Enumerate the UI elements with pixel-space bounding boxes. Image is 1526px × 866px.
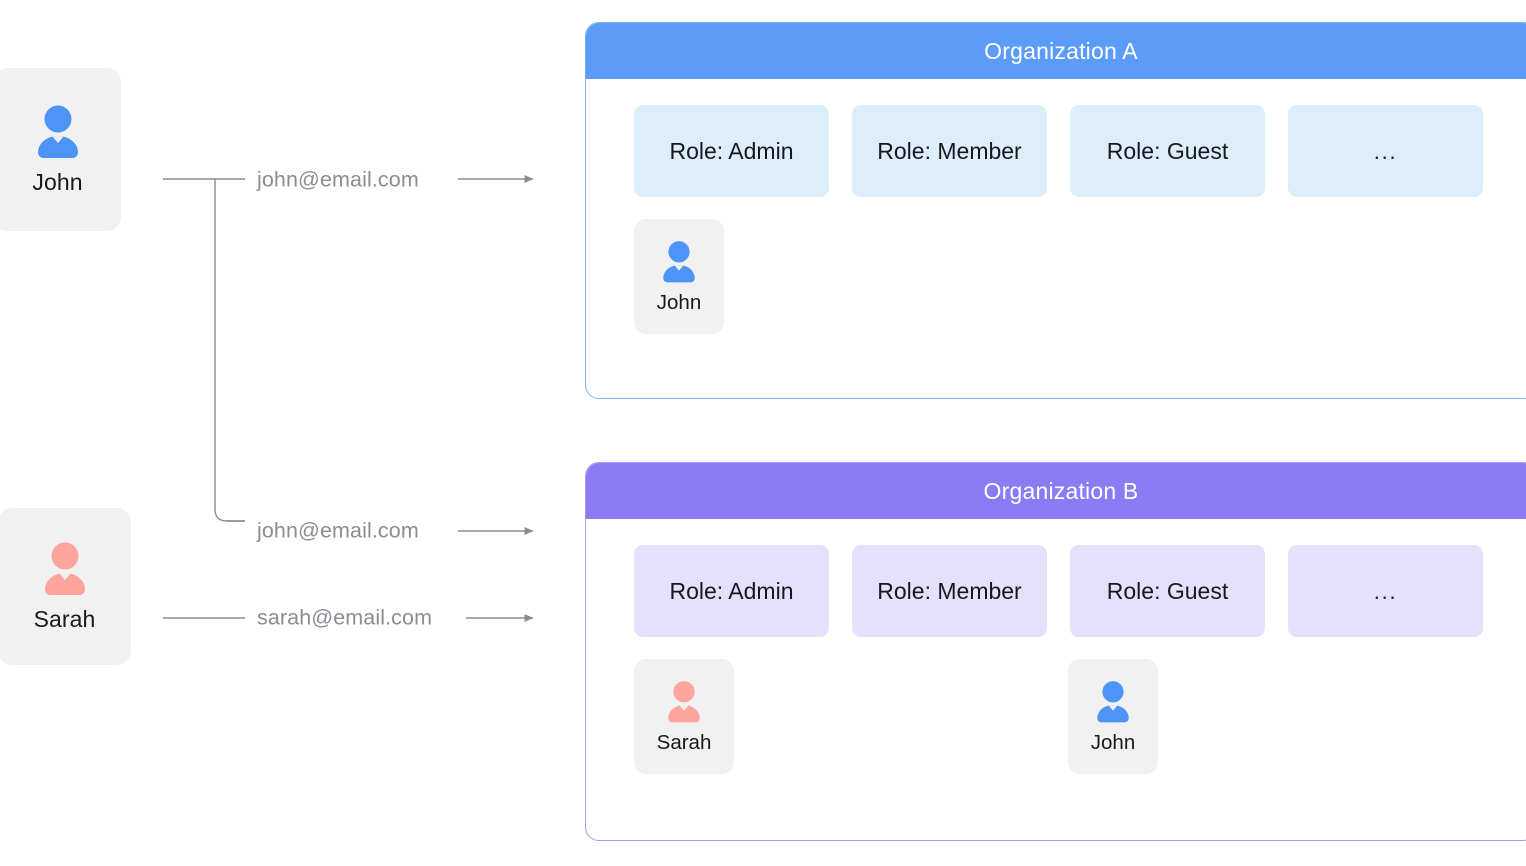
role-chip-guest[interactable]: Role: Guest	[1070, 545, 1265, 637]
person-icon	[30, 103, 86, 161]
organization-title: Organization B	[983, 477, 1139, 504]
role-chip-row: Role: Admin Role: Member Role: Guest ...	[634, 105, 1526, 197]
role-chip-label: Role: Guest	[1106, 137, 1229, 164]
role-chip-label: Role: Admin	[669, 577, 794, 604]
connection-label-john-org-a: john@email.com	[257, 167, 419, 192]
role-chip-label: Role: Admin	[669, 137, 794, 164]
role-chip-label: ...	[1373, 137, 1398, 164]
organization-card-org-a[interactable]: Organization A Role: Admin Role: Member …	[585, 22, 1526, 399]
person-icon	[662, 679, 706, 725]
member-card-sarah[interactable]: Sarah	[634, 659, 734, 774]
person-card-sarah[interactable]: Sarah	[0, 508, 131, 665]
member-row: John	[634, 219, 1526, 341]
member-card-john[interactable]: John	[1068, 659, 1158, 774]
organization-body-org-a: Role: Admin Role: Member Role: Guest ...	[586, 79, 1526, 341]
role-chip-member[interactable]: Role: Member	[852, 545, 1047, 637]
member-name-label: Sarah	[656, 730, 712, 754]
role-chip-label: Role: Member	[877, 137, 1022, 164]
connection-label-john-org-b: john@email.com	[257, 518, 419, 543]
role-chip-label: ...	[1373, 577, 1398, 604]
person-icon	[37, 540, 93, 598]
person-icon	[1091, 679, 1135, 725]
role-chip-more[interactable]: ...	[1288, 105, 1483, 197]
organization-body-org-b: Role: Admin Role: Member Role: Guest ...	[586, 519, 1526, 781]
organization-header-org-b: Organization B	[586, 463, 1526, 519]
role-chip-admin[interactable]: Role: Admin	[634, 545, 829, 637]
role-chip-more[interactable]: ...	[1288, 545, 1483, 637]
person-name-label: John	[32, 169, 83, 195]
organization-title: Organization A	[984, 37, 1138, 64]
organization-card-org-b[interactable]: Organization B Role: Admin Role: Member …	[585, 462, 1526, 841]
member-name-label: John	[656, 290, 702, 314]
member-card-john[interactable]: John	[634, 219, 724, 334]
person-card-john[interactable]: John	[0, 68, 121, 231]
organization-header-org-a: Organization A	[586, 23, 1526, 79]
person-icon	[657, 239, 701, 285]
role-chip-member[interactable]: Role: Member	[852, 105, 1047, 197]
member-row: Sarah John	[634, 659, 1526, 781]
role-chip-guest[interactable]: Role: Guest	[1070, 105, 1265, 197]
member-name-label: John	[1090, 730, 1136, 754]
role-chip-admin[interactable]: Role: Admin	[634, 105, 829, 197]
connection-label-sarah-org-b: sarah@email.com	[257, 605, 433, 630]
role-chip-label: Role: Guest	[1106, 577, 1229, 604]
role-chip-label: Role: Member	[877, 577, 1022, 604]
role-chip-row: Role: Admin Role: Member Role: Guest ...	[634, 545, 1526, 637]
person-name-label: Sarah	[33, 606, 96, 632]
